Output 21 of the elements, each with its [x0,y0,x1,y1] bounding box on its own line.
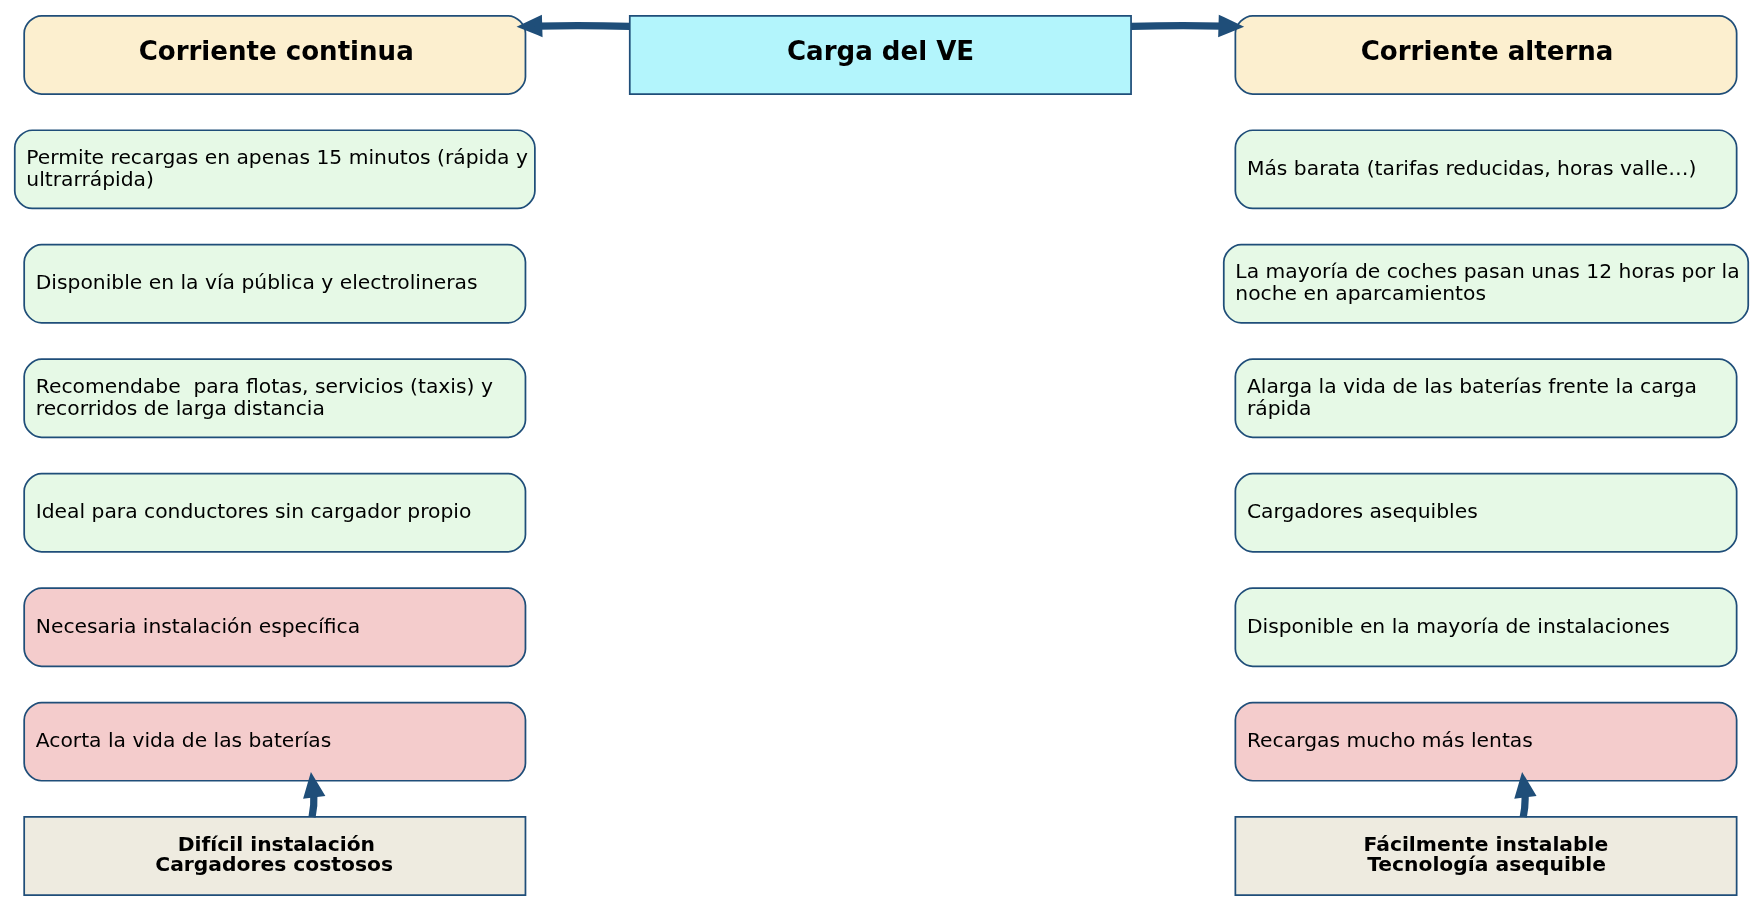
node-box: Carga del VE [628,14,1132,95]
node-box: Acorta la vida de las baterías [23,701,527,782]
node-box: Alarga la vida de las baterías frente la carga rápida [1234,358,1738,439]
arrow [303,771,326,818]
node-box: Ideal para conductores sin cargador propio [23,472,527,553]
node-box: Difícil instalación Cargadores costosos [23,816,527,897]
node-box: Recargas mucho más lentas [1234,701,1738,782]
node-box: Cargadores asequibles [1234,472,1738,553]
node-box: La mayoría de coches pasan unas 12 horas por la noche en aparcamientos [1222,243,1750,324]
node-box: Disponible en la mayoría de instalaciones [1234,587,1738,668]
arrow [1131,14,1245,38]
node-box: Necesaria instalación específica [23,587,527,668]
node-box: Corriente alterna [1234,14,1738,95]
arrow [516,14,630,38]
node-box: Recomendabe para flotas, servicios (taxis) y recorridos de larga distancia [23,358,527,439]
node-box: Más barata (tarifas reducidas, horas valle…) [1234,129,1738,210]
node-box: Fácilmente instalable Tecnología asequible [1234,816,1738,897]
node-box: Permite recargas en apenas 15 minutos (rápida y ultrarrápida) [13,129,536,210]
arrow [1514,771,1537,818]
node-box: Disponible en la vía pública y electrolineras [23,243,527,324]
node-box: Corriente continua [23,14,527,95]
